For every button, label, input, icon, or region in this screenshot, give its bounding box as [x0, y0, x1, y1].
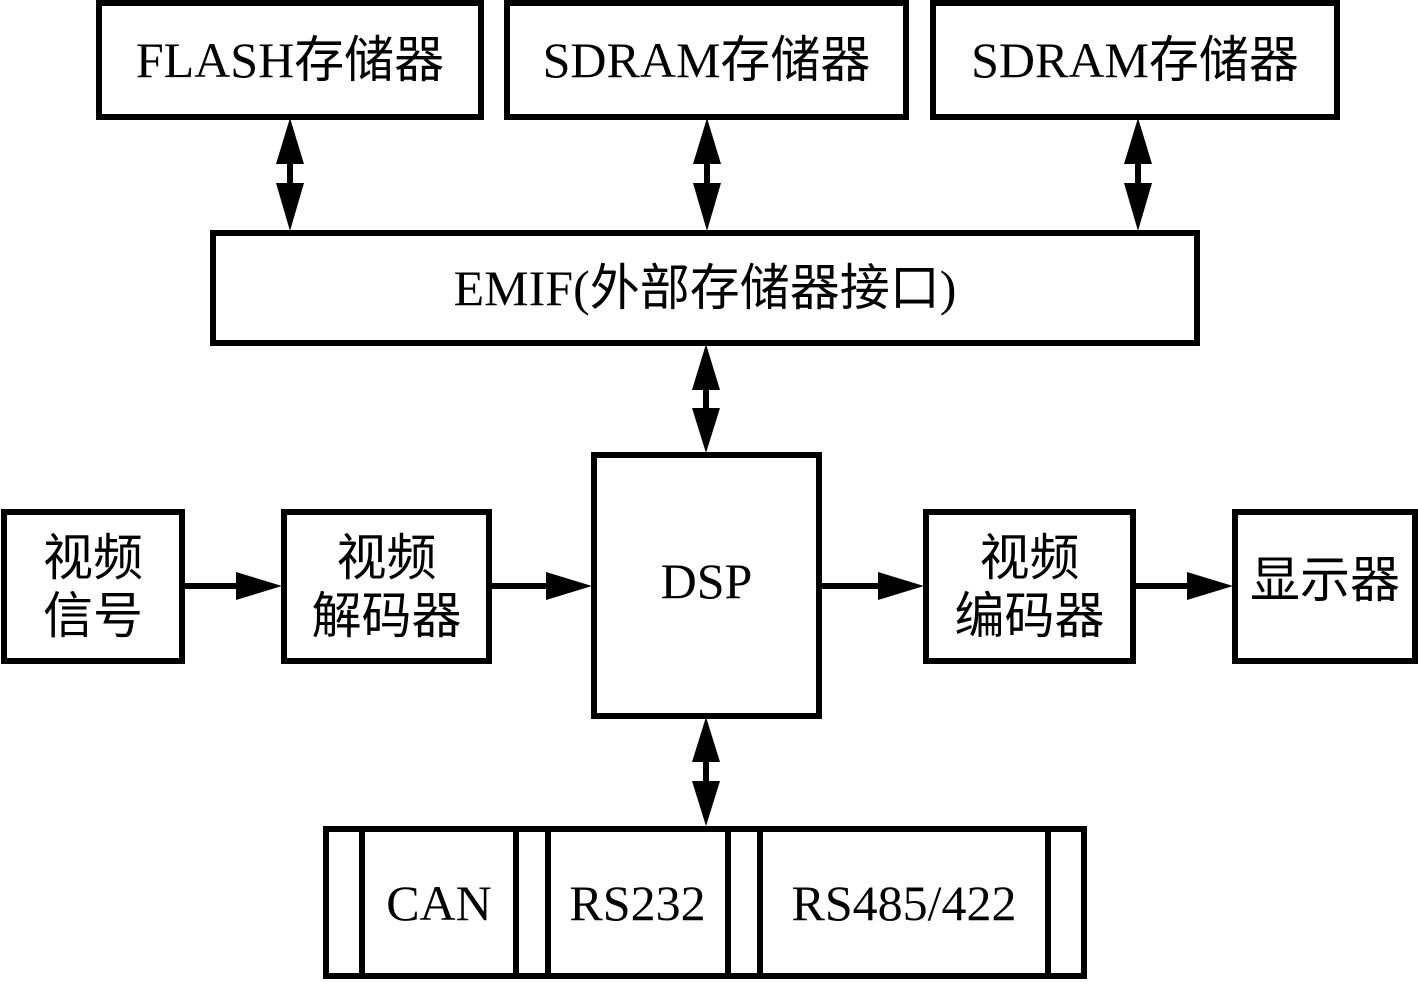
dsp-label: DSP: [660, 552, 753, 609]
arrow-dsp-bus: [692, 717, 720, 826]
bus-cell-rs232: RS232: [551, 832, 724, 973]
arrow-signal-decoder: [184, 572, 282, 600]
bus-divider: [359, 832, 365, 973]
display-label: 显示器: [1250, 552, 1400, 608]
video-signal-label: 视频 信号: [43, 529, 143, 644]
flash-memory-box: FLASH存储器: [96, 0, 484, 120]
sdram-memory-label-2: SDRAM存储器: [971, 32, 1299, 88]
rs485-422-label: RS485/422: [791, 874, 1017, 931]
video-encoder-box: 视频 编码器: [923, 509, 1136, 664]
bus-divider: [757, 832, 763, 973]
arrow-flash-emif: [276, 118, 304, 231]
bus-divider: [1045, 832, 1051, 973]
flash-memory-label: FLASH存储器: [135, 32, 445, 88]
arrow-dsp-encoder: [821, 572, 924, 600]
emif-box: EMIF(外部存储器接口): [210, 230, 1200, 346]
bus-divider: [513, 832, 519, 973]
sdram-memory-box-1: SDRAM存储器: [504, 0, 909, 120]
arrow-decoder-dsp: [491, 572, 592, 600]
communication-interfaces-bus: CAN RS232 RS485/422: [323, 826, 1087, 979]
video-encoder-label: 视频 编码器: [954, 529, 1105, 644]
rs232-label: RS232: [569, 874, 706, 931]
sdram-memory-box-2: SDRAM存储器: [930, 0, 1340, 120]
video-signal-box: 视频 信号: [1, 509, 185, 664]
bus-cell-can: CAN: [365, 832, 513, 973]
display-box: 显示器: [1232, 509, 1418, 664]
can-label: CAN: [386, 874, 492, 931]
arrow-sdram1-emif: [693, 118, 721, 231]
arrow-emif-dsp: [692, 344, 720, 453]
bus-divider: [725, 832, 731, 973]
bus-divider: [545, 832, 551, 973]
video-decoder-label: 视频 解码器: [311, 529, 462, 644]
video-decoder-box: 视频 解码器: [281, 509, 492, 664]
bus-cell-rs485-422: RS485/422: [763, 832, 1045, 973]
dsp-box: DSP: [591, 452, 822, 719]
emif-label: EMIF(外部存储器接口): [453, 260, 957, 316]
arrow-encoder-display: [1135, 572, 1233, 600]
sdram-memory-label-1: SDRAM存储器: [542, 32, 871, 88]
arrow-sdram2-emif: [1124, 118, 1152, 231]
